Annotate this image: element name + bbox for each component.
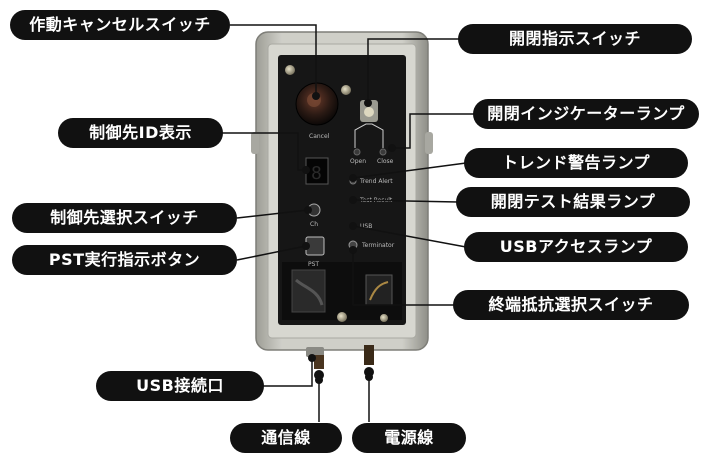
- callout-control-target-id-display: 制御先ID表示: [58, 118, 223, 148]
- svg-text:8: 8: [311, 163, 322, 184]
- open-close-toggle-switch[interactable]: [354, 100, 384, 148]
- control-panel: [278, 55, 406, 325]
- callout-usb-access-lamp: USBアクセスランプ: [464, 232, 688, 262]
- power-cable: [364, 345, 374, 377]
- hinge-right: [425, 132, 433, 154]
- callout-cancel-switch: 作動キャンセルスイッチ: [10, 10, 230, 40]
- open-lamp: [353, 148, 361, 156]
- callout-control-target-select-switch: 制御先選択スイッチ: [12, 203, 237, 233]
- terminal-block: [365, 274, 393, 306]
- callout-comm-line: 通信線: [230, 423, 342, 453]
- leader-lines: [221, 24, 475, 422]
- panel-label-terminator: Terminator: [361, 242, 395, 249]
- callout-open-close-test-result-lamp: 開閉テスト結果ランプ: [456, 187, 690, 217]
- panel-label-pst: PST: [308, 261, 319, 268]
- callout-usb-port: USB接続口: [96, 371, 264, 401]
- panel-label-ch: Ch: [310, 221, 318, 228]
- screw-icon: [341, 85, 351, 95]
- screw-icon: [337, 312, 347, 322]
- screws: [285, 65, 388, 322]
- callout-open-close-indicator-lamp: 開閉インジケーターランプ: [473, 99, 699, 129]
- panel-label-cancel: Cancel: [309, 133, 330, 140]
- callout-termination-select-switch: 終端抵抗選択スイッチ: [453, 290, 689, 320]
- callout-trend-alert-lamp: トレンド警告ランプ: [464, 148, 688, 178]
- panel-label-close: Close: [377, 158, 394, 165]
- callout-power-line: 電源線: [352, 423, 466, 453]
- leader-dots: [302, 92, 396, 384]
- callout-pst-execute-button: PST実行指示ボタン: [12, 245, 237, 275]
- screw-icon: [380, 314, 388, 322]
- screw-icon: [285, 65, 295, 75]
- panel-label-trend-alert: Trend Alert: [359, 178, 393, 185]
- hinge-left: [251, 132, 259, 154]
- usb-connector-block: [291, 269, 326, 313]
- panel-label-usb: USB: [360, 223, 372, 230]
- callout-open-close-indicator-switch: 開閉指示スイッチ: [458, 24, 692, 54]
- cancel-knob[interactable]: [295, 82, 339, 126]
- close-lamp: [379, 148, 387, 156]
- panel-label-open: Open: [350, 158, 366, 165]
- wiring: [295, 278, 324, 306]
